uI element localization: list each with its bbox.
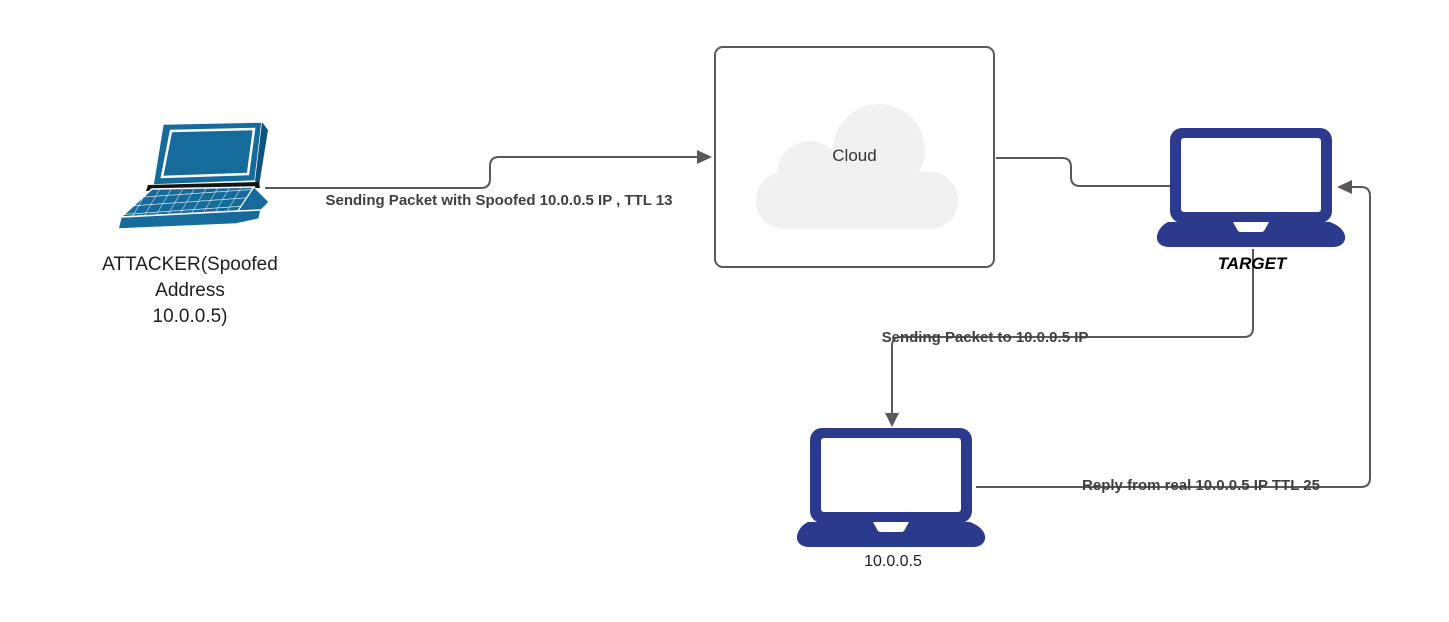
edge-target-to-real-host xyxy=(885,249,1254,427)
real-host-label: 10.0.0.5 xyxy=(864,553,922,570)
cloud-label: Cloud xyxy=(832,146,877,165)
cloud-box: Cloud xyxy=(714,46,995,268)
attacker-label: ATTACKER(Spoofed Address 10.0.0.5) xyxy=(102,254,278,327)
arrowhead-left-icon xyxy=(1337,180,1352,194)
target-laptop-icon xyxy=(1156,128,1346,247)
real-host-laptop-icon xyxy=(796,428,986,547)
arrowhead-down-icon xyxy=(885,413,899,427)
cloud-icon xyxy=(756,104,958,229)
edge-cloud-to-target xyxy=(996,157,1172,187)
edge-attacker-to-cloud xyxy=(265,150,712,189)
arrowhead-right-icon xyxy=(697,150,712,164)
edge-label-real-host-to-target: Reply from real 10.0.0.5 IP TTL 25 xyxy=(1082,477,1320,494)
attacker-laptop-icon xyxy=(117,121,268,230)
edge-real-host-to-target xyxy=(976,180,1371,488)
target-label: TARGET xyxy=(1217,254,1287,273)
edge-label-target-to-real-host: Sending Packet to 10.0.0.5 IP xyxy=(881,329,1089,346)
edge-label-attacker-to-cloud: Sending Packet with Spoofed 10.0.0.5 IP … xyxy=(325,192,673,209)
